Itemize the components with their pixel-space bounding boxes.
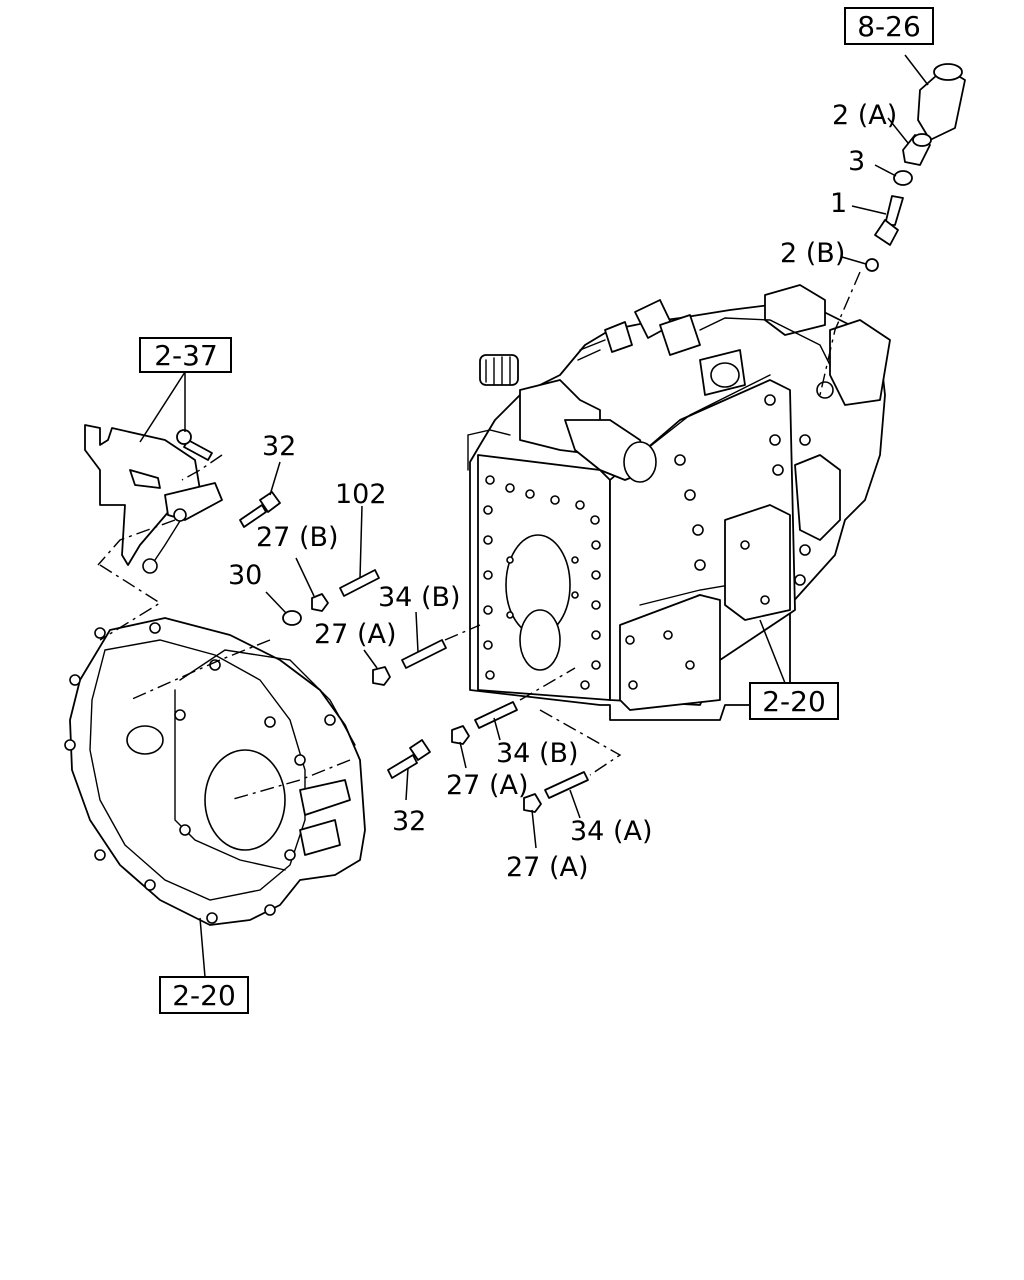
- ref-label-8-26: 8-26: [857, 10, 921, 43]
- callout-27a-upper: 27 (A): [314, 619, 396, 650]
- ref-box-8-26[interactable]: 8-26: [844, 7, 934, 45]
- callout-1: 1: [830, 188, 847, 219]
- ref-box-2-20-right[interactable]: 2-20: [749, 682, 839, 720]
- callout-102: 102: [335, 479, 387, 510]
- ref-label-2-37: 2-37: [154, 339, 218, 372]
- bolt-32-upper: [239, 491, 281, 528]
- stud-34b-lower: [474, 701, 518, 729]
- transmission-assembly: [467, 284, 891, 721]
- stud-102: [339, 569, 380, 597]
- ref-box-2-20-left[interactable]: 2-20: [159, 976, 249, 1014]
- ref-box-2-37[interactable]: 2-37: [139, 337, 232, 373]
- nut-27a-lower: [523, 793, 542, 813]
- ref-label-2-20-left: 2-20: [172, 979, 236, 1012]
- callout-3: 3: [848, 146, 865, 177]
- washer-30: [282, 610, 302, 626]
- nut-27a-upper: [372, 666, 391, 686]
- ref-label-2-20-right: 2-20: [762, 685, 826, 718]
- bolt-32-lower: [387, 739, 431, 779]
- housing-bolt-holes: [64, 622, 336, 924]
- bolt-bracket: [176, 429, 213, 461]
- driven-gear-1: [874, 195, 904, 246]
- speed-sensor: [917, 63, 966, 141]
- nut-27a-middle: [451, 725, 470, 745]
- callout-34b-upper: 34 (B): [378, 582, 461, 613]
- leader-lines: [139, 54, 929, 978]
- clutch-housing: [64, 617, 366, 926]
- callout-30: 30: [228, 560, 262, 591]
- o-ring-3: [893, 170, 913, 186]
- callout-34b-lower: 34 (B): [496, 738, 579, 769]
- bushing-2b: [865, 258, 879, 272]
- bracket: [84, 424, 223, 574]
- callouts: 2 (A) 3 1 2 (B) 32 102 27 (B) 30 34 (B) …: [228, 100, 897, 883]
- callout-27a-lower: 27 (A): [506, 852, 588, 883]
- front-plate-holes: [483, 475, 601, 690]
- nut-27b: [311, 593, 329, 612]
- callout-2b: 2 (B): [780, 238, 845, 269]
- assembly-center-lines: [97, 271, 861, 801]
- callout-2a: 2 (A): [832, 100, 897, 131]
- callout-27b: 27 (B): [256, 522, 339, 553]
- stud-34a: [544, 771, 589, 799]
- callout-32-upper: 32: [262, 431, 296, 462]
- callout-27a-middle: 27 (A): [446, 770, 528, 801]
- callout-32-lower: 32: [392, 806, 426, 837]
- sleeve-2a: [902, 133, 932, 166]
- callout-34a: 34 (A): [570, 816, 652, 847]
- stud-34b-upper: [401, 639, 447, 669]
